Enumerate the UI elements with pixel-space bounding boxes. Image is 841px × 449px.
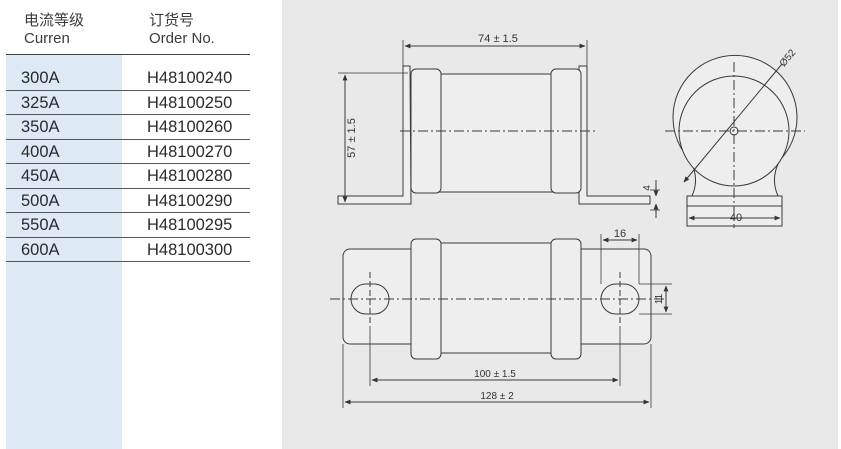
table-row: 400A H48100270 (6, 140, 250, 164)
order-cell: H48100300 (147, 240, 233, 259)
base-width-label: 40 (730, 212, 742, 224)
header-order: 订货号 Order No. (149, 12, 215, 48)
right-mounting-tab (578, 65, 651, 205)
current-cell: 300A (21, 69, 60, 87)
current-cell: 400A (21, 142, 60, 161)
fuse-body (436, 73, 555, 193)
header-current-en: Curren (24, 30, 70, 47)
top-view-body (436, 242, 555, 354)
length-dimension-label: 74 ± 1.5 (478, 33, 518, 45)
order-cell: H48100270 (147, 142, 233, 161)
current-cell: 350A (21, 118, 60, 136)
order-cell: H48100295 (147, 216, 233, 234)
current-cell: 550A (21, 216, 60, 234)
hole-spacing-label: 100 ± 1.5 (474, 369, 516, 380)
total-length-label: 128 ± 2 (480, 391, 514, 402)
product-table: 300A H48100240 325A H48100250 350A H4810026… (6, 66, 250, 262)
header-current: 电流等级 Curren (24, 12, 84, 48)
table-row: 450A H48100280 (6, 164, 250, 189)
order-cell: H48100280 (147, 167, 233, 185)
side-view (337, 40, 660, 218)
table-row: 350A H48100260 (6, 115, 250, 140)
order-cell: H48100290 (147, 191, 233, 210)
top-view (330, 234, 672, 408)
current-cell: 450A (21, 167, 60, 185)
slot-length-label: 16 (614, 228, 626, 240)
current-cell: 325A (21, 93, 60, 112)
header-current-cn: 电流等级 (24, 12, 85, 29)
table-row: 500A H48100290 (6, 189, 250, 213)
thickness-dimension-label: 4 (642, 185, 653, 191)
table-row: 300A H48100240 (6, 66, 250, 91)
diameter-leader (683, 63, 783, 183)
table-row: 550A H48100295 (6, 213, 250, 238)
slot-width-label: 11 (654, 293, 665, 304)
current-column-highlight (6, 54, 122, 449)
current-cell: 500A (21, 191, 60, 210)
diameter-label: Ø52 (778, 47, 799, 69)
table-row: 325A H48100250 (6, 91, 250, 115)
height-dimension-label: 57 ± 1.5 (346, 118, 358, 158)
fuse-dimension-drawing: 74 ± 1.5 57 ± 1.5 4 Ø52 40 (330, 33, 805, 408)
end-view (665, 54, 805, 228)
table-row: 600A H48100300 (6, 238, 250, 262)
header-divider (6, 54, 250, 55)
technical-drawing-panel: 74 ± 1.5 57 ± 1.5 4 Ø52 40 (282, 0, 838, 449)
order-cell: H48100260 (147, 118, 233, 136)
current-cell: 600A (21, 240, 60, 259)
order-cell: H48100250 (147, 93, 233, 112)
header-order-cn: 订货号 (149, 12, 195, 29)
order-cell: H48100240 (147, 69, 233, 87)
header-order-en: Order No. (149, 30, 215, 47)
